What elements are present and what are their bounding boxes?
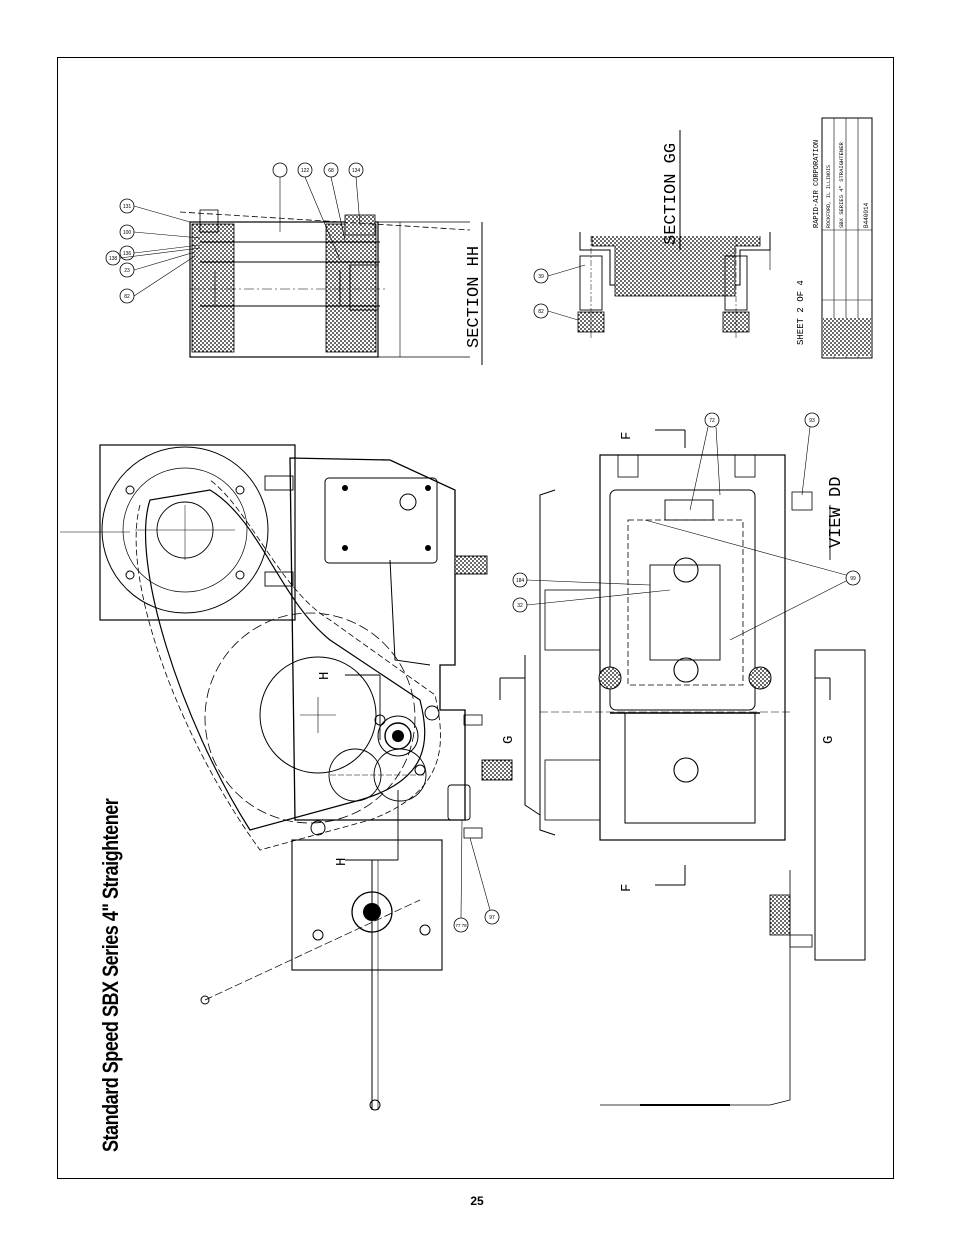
svg-text:SBX SERIES 4" STRAIGHTENER: SBX SERIES 4" STRAIGHTENER: [838, 141, 845, 228]
callout-82b: 82: [533, 303, 579, 321]
page-title: Standard Speed SBX Series 4" Straightene…: [98, 798, 123, 1152]
callout-68: 68: [323, 162, 346, 241]
svg-text:F: F: [619, 884, 635, 892]
svg-text:77 78: 77 78: [455, 923, 467, 928]
svg-text:122: 122: [301, 168, 310, 174]
callout-184: 184: [512, 572, 651, 588]
view-dd: VIEW DD: [524, 454, 866, 1106]
title-block: RAPID-AIR CORPORATION ROCKFORD, IL ILLIN…: [813, 117, 873, 359]
svg-text:G: G: [501, 736, 517, 744]
sheet-number: SHEET 2 OF 4: [796, 280, 806, 345]
callout-77-78: 77 78: [453, 819, 469, 933]
section-marker-f-top: F: [619, 429, 686, 448]
callout-39: 39: [533, 264, 586, 284]
svg-text:100: 100: [123, 230, 132, 236]
callout-32: 32: [512, 589, 671, 613]
svg-text:ROCKFORD, IL ILLINOIS: ROCKFORD, IL ILLINOIS: [826, 165, 832, 228]
svg-text:39: 39: [538, 274, 544, 280]
svg-text:H: H: [317, 672, 333, 680]
section-marker-f-bottom: F: [619, 865, 686, 892]
section-marker-h-top: H: [317, 672, 381, 740]
svg-text:32: 32: [517, 603, 523, 609]
callout-138: 138: [105, 247, 201, 266]
svg-text:134: 134: [352, 168, 361, 174]
callout-72: 72: [689, 412, 721, 511]
callout-131: 131: [119, 198, 191, 223]
callout-97: 97: [469, 837, 500, 925]
callout-134: 134: [348, 162, 364, 226]
svg-text:23: 23: [124, 268, 130, 274]
callout-99: 99: [644, 519, 861, 641]
svg-text:G: G: [821, 736, 837, 744]
svg-text:68: 68: [328, 168, 334, 174]
svg-text:82: 82: [538, 309, 544, 315]
section-gg-label: SECTION GG: [662, 143, 681, 245]
svg-text:H: H: [334, 858, 350, 866]
main-side-view: [60, 444, 513, 1111]
drawing-frame: [57, 57, 894, 1179]
section-gg-view: SECTION GG: [577, 130, 771, 340]
section-hh-label: SECTION HH: [465, 246, 484, 348]
callout-136: 136: [119, 244, 201, 261]
svg-text:138: 138: [109, 256, 118, 262]
svg-text:B440014: B440014: [863, 202, 870, 228]
callout-138b: [272, 162, 288, 232]
callout-100: 100: [119, 224, 201, 240]
section-marker-g-right: G: [815, 677, 837, 744]
section-hh-view: SECTION HH: [179, 209, 484, 365]
svg-text:F: F: [619, 432, 635, 440]
svg-text:131: 131: [123, 204, 132, 210]
page-number: 25: [470, 1194, 484, 1208]
section-marker-h-bottom: H: [334, 790, 399, 866]
callout-122: 122: [297, 162, 341, 261]
svg-text:136: 136: [123, 251, 132, 257]
callout-82: 82: [119, 255, 196, 304]
svg-text:184: 184: [516, 578, 525, 584]
view-dd-label: VIEW DD: [827, 477, 846, 548]
svg-text:72: 72: [709, 418, 715, 424]
svg-text:82: 82: [124, 294, 130, 300]
svg-text:99: 99: [850, 576, 856, 582]
svg-text:93: 93: [809, 418, 815, 424]
svg-text:RAPID-AIR CORPORATION: RAPID-AIR CORPORATION: [813, 140, 821, 228]
section-marker-g-left: G: [499, 677, 525, 744]
svg-text:97: 97: [489, 915, 495, 921]
callout-23: 23: [119, 251, 196, 278]
callout-93: 93: [801, 412, 820, 496]
